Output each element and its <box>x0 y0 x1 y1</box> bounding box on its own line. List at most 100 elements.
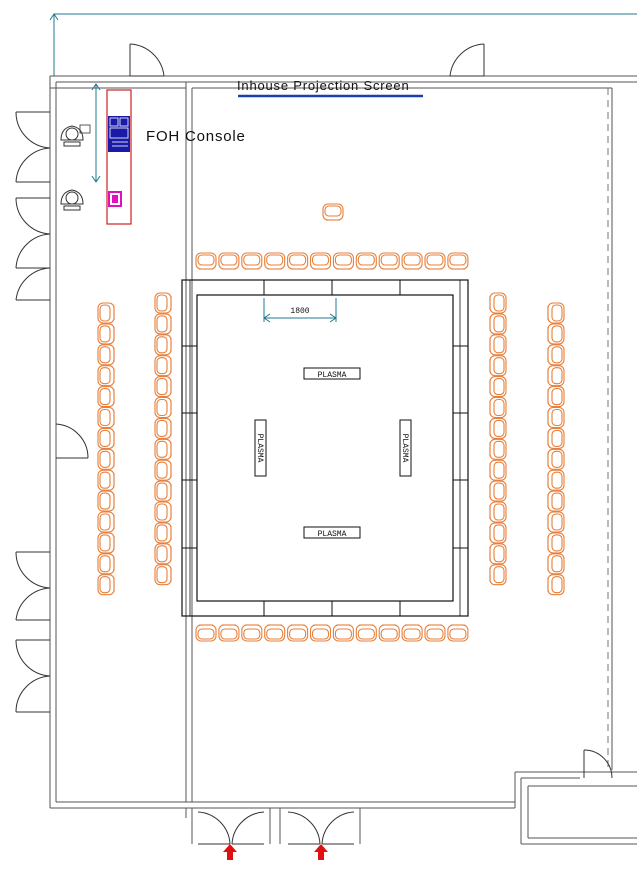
chairs-right-outer-column <box>547 302 565 596</box>
chair-icon <box>489 292 507 314</box>
chair-icon <box>154 417 172 439</box>
chair-icon <box>547 553 565 575</box>
chair-icon <box>489 355 507 377</box>
chair-icon <box>489 501 507 523</box>
chair-icon <box>309 624 332 642</box>
foh-console-label: FOH Console <box>146 128 246 145</box>
chair-icon <box>489 417 507 439</box>
chair-icon <box>218 252 240 270</box>
foh-area: FOH Console <box>60 83 246 225</box>
chair-icon <box>97 553 115 575</box>
projection-screen: Inhouse Projection Screen <box>237 78 423 98</box>
chair-icon <box>547 469 565 491</box>
chair-icon <box>154 501 172 523</box>
presenter-chair <box>322 203 344 221</box>
chair-icon <box>154 313 172 335</box>
chair-icon <box>547 406 565 429</box>
chair-icon <box>154 480 172 502</box>
dimension-guides <box>49 13 637 76</box>
chair-icon <box>241 252 263 270</box>
chair-icon <box>489 564 507 586</box>
chair-icon <box>332 252 354 270</box>
foh-frame <box>106 89 132 225</box>
chair-icon <box>547 490 565 512</box>
plasma-screen-top: PLASMA <box>303 367 361 380</box>
chair-icon <box>154 355 172 377</box>
chair-icon <box>547 511 565 533</box>
chair-icon <box>154 334 172 356</box>
chair-icon <box>154 376 172 398</box>
chair-icon <box>97 323 115 345</box>
plasma-top-label: PLASMA <box>318 371 347 380</box>
chair-icon <box>97 511 115 533</box>
plasma-bottom-label: PLASMA <box>318 530 347 539</box>
chair-icon <box>241 624 263 642</box>
chair-icon <box>97 490 115 512</box>
chair-icon <box>97 344 115 366</box>
dimension-label: 1800 <box>290 307 309 316</box>
chair-icon <box>489 334 507 356</box>
chair-icon <box>489 438 507 460</box>
chair-icon <box>547 323 565 345</box>
chair-icon <box>97 302 115 324</box>
chair-icon <box>154 396 172 419</box>
chair-icon <box>264 624 286 642</box>
plasma-left-label: PLASMA <box>255 434 264 463</box>
chair-icon <box>195 624 217 642</box>
chair-icon <box>332 624 354 642</box>
chairs-left-outer-column <box>97 302 115 596</box>
chair-icon <box>489 543 507 565</box>
chair-icon <box>154 522 172 544</box>
chairs-left-inner-column <box>154 292 172 586</box>
projection-screen-label: Inhouse Projection Screen <box>237 78 409 93</box>
chair-icon <box>97 406 115 429</box>
chair-icon <box>218 624 240 642</box>
chair-icon <box>378 624 400 642</box>
dimension-1800: 1800 <box>263 298 337 323</box>
chair-icon <box>154 543 172 565</box>
entry-arrow-icon <box>314 844 328 860</box>
mixing-console <box>108 116 130 152</box>
chair-icon <box>424 624 446 642</box>
chair-icon <box>154 438 172 460</box>
chair-icon <box>547 344 565 366</box>
chair-icon <box>547 532 565 554</box>
chair-icon <box>547 302 565 324</box>
monitor <box>108 191 122 207</box>
chair-icon <box>97 448 115 470</box>
chair-icon <box>264 252 286 270</box>
operator-person-icon <box>60 124 91 147</box>
chair-icon <box>154 564 172 586</box>
chair-icon <box>547 427 565 449</box>
chair-icon <box>154 292 172 314</box>
chair-icon <box>547 386 565 408</box>
chair-icon <box>287 252 309 270</box>
chair-icon <box>97 365 115 387</box>
chair-icon <box>547 448 565 470</box>
entry-arrow-icon <box>223 844 237 860</box>
chair-icon <box>309 252 332 270</box>
chair-icon <box>401 624 423 642</box>
chair-icon <box>355 252 377 270</box>
chair-icon <box>97 386 115 408</box>
room-walls <box>49 75 637 845</box>
chair-icon <box>195 252 217 270</box>
chair-icon <box>97 574 115 596</box>
chair-icon <box>97 532 115 554</box>
chair-icon <box>489 376 507 398</box>
chair-icon <box>424 252 446 270</box>
chair-icon <box>489 522 507 544</box>
chair-icon <box>489 459 507 481</box>
chair-icon <box>489 480 507 502</box>
chair-icon <box>287 624 309 642</box>
chair-icon <box>401 252 423 270</box>
chair-icon <box>97 427 115 449</box>
chair-icon <box>154 459 172 481</box>
chair-icon <box>547 574 565 596</box>
chair-icon <box>447 624 469 642</box>
plasma-screen-right: PLASMA <box>399 419 412 477</box>
chair-icon <box>97 469 115 491</box>
chairs-top-row <box>195 252 469 270</box>
chair-icon <box>355 624 377 642</box>
